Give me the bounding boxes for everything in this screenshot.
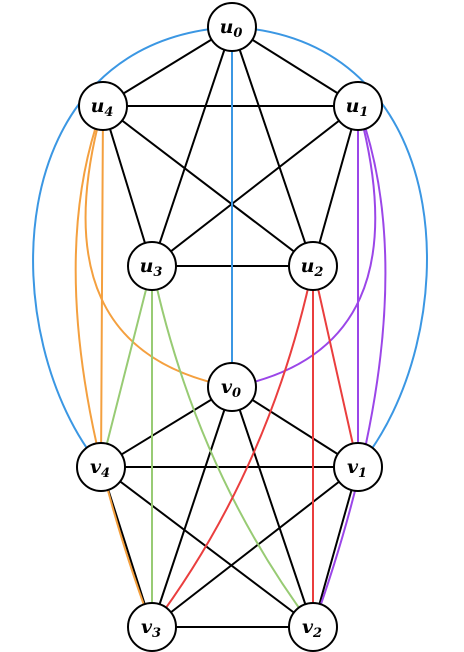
node-v0: v0 <box>207 362 257 412</box>
node-v4: v4 <box>76 442 126 492</box>
node-u3: u3 <box>127 241 177 291</box>
edge-v0-v4 <box>100 386 233 468</box>
edge-u4-v3 <box>74 105 153 628</box>
node-label-u3: u3 <box>140 255 163 280</box>
node-label-base: v <box>141 616 153 638</box>
node-label-base: v <box>90 456 102 478</box>
edge-u0-v1 <box>231 26 428 468</box>
edge-u2-v3 <box>151 265 314 628</box>
edge-v1-v2 <box>312 466 359 628</box>
edge-u0-u3 <box>151 26 233 267</box>
node-label-v1: v1 <box>347 456 367 481</box>
node-label-base: v <box>302 616 314 638</box>
node-label-subscript: 3 <box>153 265 162 280</box>
node-label-v2: v2 <box>302 616 322 641</box>
node-circle-u1 <box>333 81 383 131</box>
edge-v0-v2 <box>231 386 314 628</box>
edge-u0-u2 <box>231 26 314 267</box>
node-label-subscript: 3 <box>152 626 161 641</box>
node-circle-v4 <box>76 442 126 492</box>
edge-u2-v1 <box>312 265 359 468</box>
edge-u0-u4 <box>102 26 233 107</box>
edge-v0-v3 <box>151 386 233 628</box>
node-circle-u4 <box>78 81 128 131</box>
node-label-subscript: 4 <box>101 466 110 481</box>
node-circle-u2 <box>288 241 338 291</box>
node-u0: u0 <box>207 2 257 52</box>
node-circle-u0 <box>207 2 257 52</box>
node-label-base: v <box>221 376 233 398</box>
edge-u4-v0 <box>84 105 233 388</box>
edge-u1-v0 <box>231 105 377 388</box>
node-label-base: u <box>301 255 315 277</box>
node-v2: v2 <box>288 602 338 652</box>
node-circle-v1 <box>333 442 383 492</box>
node-label-base: u <box>346 95 360 117</box>
node-label-base: v <box>347 456 359 478</box>
edge-u0-v4 <box>32 26 233 468</box>
node-circle-v3 <box>127 602 177 652</box>
node-label-subscript: 2 <box>313 265 323 280</box>
edge-u4-u2 <box>102 105 314 267</box>
node-label-u0: u0 <box>220 16 243 41</box>
edge-u1-v2 <box>312 105 387 628</box>
node-label-base: u <box>220 16 234 38</box>
node-label-u4: u4 <box>91 95 114 120</box>
node-label-subscript: 0 <box>232 386 241 401</box>
node-label-base: u <box>91 95 105 117</box>
node-label-u2: u2 <box>301 255 324 280</box>
edge-u3-v4 <box>100 265 153 468</box>
node-circle-v0 <box>207 362 257 412</box>
edge-v1-v3 <box>151 466 359 628</box>
node-label-v3: v3 <box>141 616 161 641</box>
node-v3: v3 <box>127 602 177 652</box>
edge-v4-v2 <box>100 466 314 628</box>
edges-layer <box>32 26 428 628</box>
node-label-v4: v4 <box>90 456 110 481</box>
edge-u1-u3 <box>151 105 359 267</box>
node-u1: u1 <box>333 81 383 131</box>
node-label-subscript: 4 <box>104 105 113 120</box>
node-label-base: u <box>140 255 154 277</box>
node-label-v0: v0 <box>221 376 241 401</box>
node-label-subscript: 2 <box>312 626 322 641</box>
node-label-u1: u1 <box>346 95 369 120</box>
edge-u3-v2 <box>151 265 314 628</box>
node-label-subscript: 0 <box>233 26 242 41</box>
edge-u1-u2 <box>312 105 359 267</box>
node-u4: u4 <box>78 81 128 131</box>
node-circle-u3 <box>127 241 177 291</box>
node-u2: u2 <box>288 241 338 291</box>
edge-u4-v4 <box>100 105 104 468</box>
node-v1: v1 <box>333 442 383 492</box>
node-circle-v2 <box>288 602 338 652</box>
node-label-subscript: 1 <box>358 466 367 481</box>
edge-u4-u3 <box>102 105 153 267</box>
node-label-subscript: 1 <box>359 105 368 120</box>
